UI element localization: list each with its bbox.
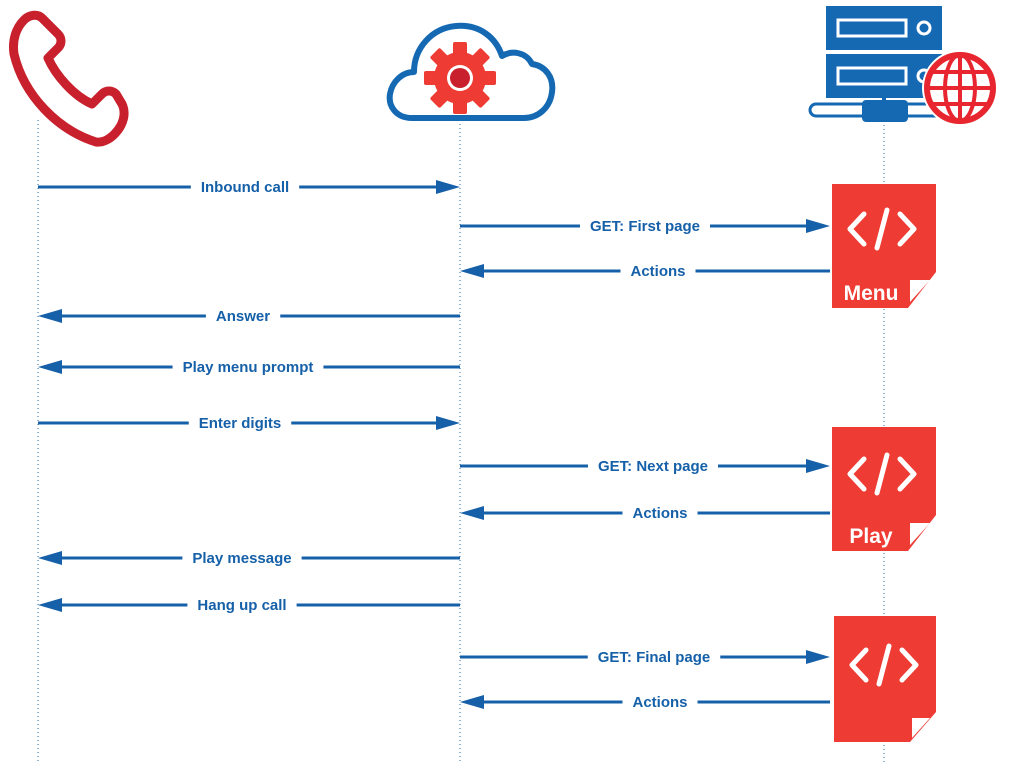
message-arrow: GET: Final page (460, 649, 830, 666)
message-arrow: Inbound call (38, 179, 460, 196)
message-label: Play menu prompt (183, 359, 314, 376)
arrow-head (806, 219, 830, 233)
cloud-gear-icon (386, 22, 556, 121)
arrow-head (436, 416, 460, 430)
message-label: Actions (630, 263, 685, 280)
code-document-final (834, 616, 936, 742)
code-document-menu: Menu (832, 184, 936, 308)
arrow-head (806, 650, 830, 664)
globe-icon (922, 50, 998, 126)
message-arrow: Actions (460, 694, 830, 711)
document-label-play: Play (849, 525, 893, 548)
web-server-icon (808, 6, 998, 126)
arrow-head (436, 180, 460, 194)
arrow-head (806, 459, 830, 473)
message-label: GET: Final page (598, 649, 711, 666)
message-label: Enter digits (199, 415, 282, 432)
arrow-head (38, 551, 62, 565)
code-document-play: Play (832, 427, 936, 551)
code-icon (847, 452, 917, 496)
arrow-head (460, 695, 484, 709)
message-label: Actions (632, 694, 687, 711)
code-icon (849, 643, 919, 687)
message-label: GET: First page (590, 218, 700, 235)
message-label: GET: Next page (598, 458, 708, 475)
document-label-menu: Menu (844, 282, 899, 305)
message-label: Actions (632, 505, 687, 522)
message-label: Answer (216, 308, 270, 325)
arrow-head (460, 506, 484, 520)
arrow-head (38, 598, 62, 612)
arrow-head (460, 264, 484, 278)
code-icon (847, 207, 917, 251)
arrow-head (38, 309, 62, 323)
message-arrow: GET: Next page (460, 458, 830, 475)
message-arrow: Play message (38, 550, 460, 567)
message-label: Play message (192, 550, 291, 567)
message-label: Hang up call (197, 597, 286, 614)
arrow-head (38, 360, 62, 374)
message-arrow: Actions (460, 263, 830, 280)
message-arrow: Hang up call (38, 597, 460, 614)
message-arrow: Enter digits (38, 415, 460, 432)
phone-icon (9, 10, 129, 147)
message-label: Inbound call (201, 179, 289, 196)
message-arrow: Play menu prompt (38, 359, 460, 376)
message-arrow: Actions (460, 505, 830, 522)
message-arrow: Answer (38, 308, 460, 325)
message-arrow: GET: First page (460, 218, 830, 235)
